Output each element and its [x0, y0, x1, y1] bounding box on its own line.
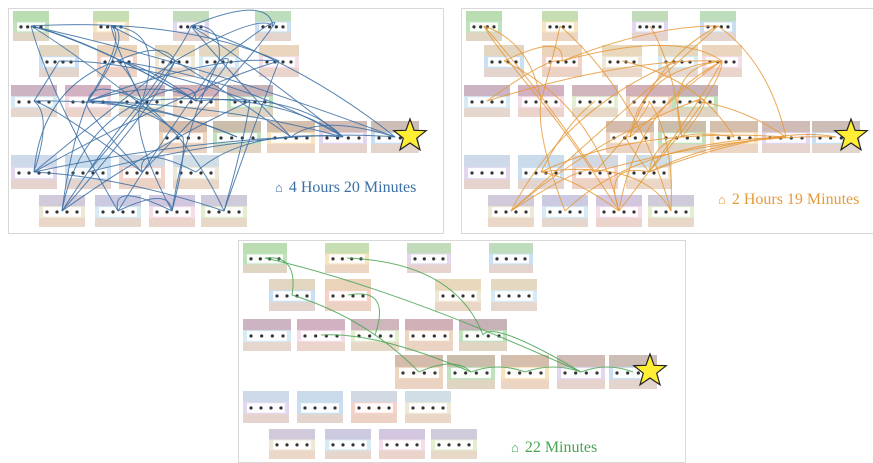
- level-tile: [405, 391, 451, 423]
- level-tile: [405, 319, 453, 351]
- level-tile: [243, 319, 291, 351]
- level-tile: [464, 155, 510, 189]
- route-edges: [30, 9, 396, 212]
- level-tile: [431, 429, 477, 459]
- level-tile: [351, 391, 397, 423]
- panel-medium-route: ⌂2 Hours 19 Minutes: [461, 8, 873, 234]
- panel-1-diagram: [11, 9, 428, 227]
- panel-fast-route: ⌂22 Minutes: [238, 240, 686, 463]
- level-tile: [542, 195, 588, 227]
- level-tile: [489, 243, 533, 273]
- star-icon: [632, 352, 668, 387]
- route-edges: [483, 25, 837, 212]
- level-tile: [379, 429, 425, 459]
- level-tile: [297, 391, 343, 423]
- level-tile: [243, 391, 289, 423]
- route-edges: [264, 257, 634, 373]
- person-icon: ⌂: [275, 180, 283, 195]
- level-tile: [269, 429, 315, 459]
- time-label-2: ⌂2 Hours 19 Minutes: [718, 191, 860, 208]
- star-icon: [833, 117, 869, 152]
- level-tile: [491, 279, 537, 311]
- level-tile: [407, 243, 451, 273]
- panel-slow-route: ⌂4 Hours 20 Minutes: [8, 8, 444, 234]
- panel-3-diagram: [243, 243, 668, 459]
- time-label-3: ⌂22 Minutes: [511, 439, 598, 456]
- level-tile: [325, 429, 371, 459]
- level-tile: [319, 121, 367, 153]
- level-tile: [243, 243, 287, 273]
- panel-2-diagram: [464, 11, 869, 227]
- time-label-1: ⌂4 Hours 20 Minutes: [275, 179, 417, 196]
- level-tile: [488, 195, 534, 227]
- person-icon: ⌂: [718, 192, 726, 207]
- star-icon: [392, 117, 428, 152]
- person-icon: ⌂: [511, 440, 519, 455]
